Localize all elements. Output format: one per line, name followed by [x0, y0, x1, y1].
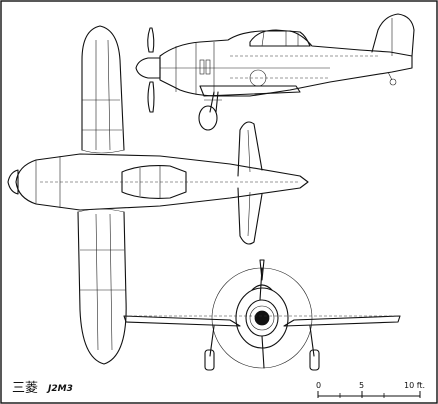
manufacturer-label: 三菱: [12, 381, 38, 396]
scale-tick-5: 5: [359, 381, 364, 390]
scale-tick-0: 0: [316, 381, 321, 390]
plan-view: [7, 25, 309, 365]
model-label: J2M3: [46, 384, 73, 394]
scale-tick-10: 10 ft.: [404, 381, 425, 390]
scale-bar: 0 5 10 ft.: [316, 381, 425, 398]
side-view: [135, 13, 415, 131]
front-view: [123, 259, 401, 371]
